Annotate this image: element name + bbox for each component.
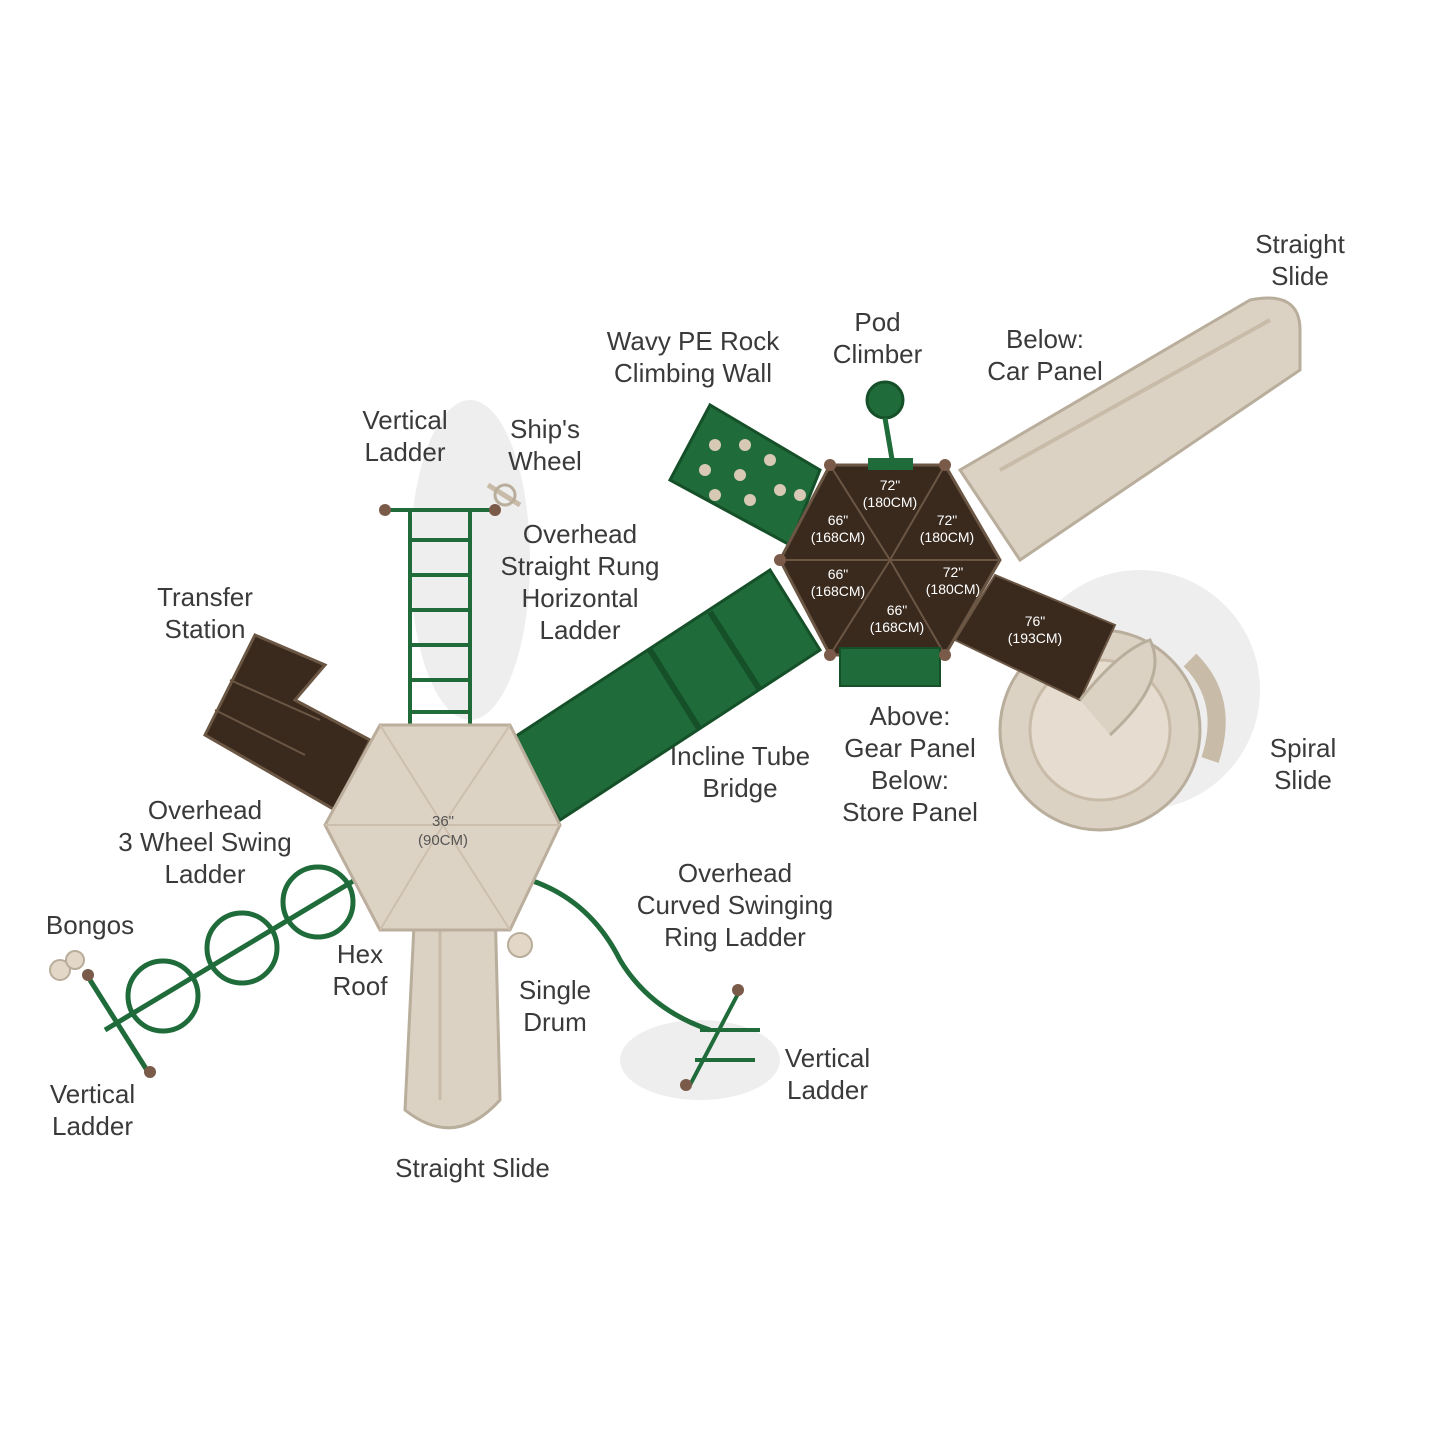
label-vertical-ladder-left: Vertical Ladder [49, 1079, 136, 1141]
dimension-66-bottom: 66" (168CM) [869, 602, 925, 635]
straight-slide-bottom [403, 903, 502, 1130]
label-below-car-panel: Below: Car Panel [987, 324, 1103, 386]
label-spiral-slide: Spiral Slide [1269, 733, 1337, 795]
label-straight-slide-bottom: Straight Slide [395, 1153, 550, 1183]
label-single-drum: Single Drum [518, 975, 592, 1037]
transfer-station [203, 633, 372, 813]
label-transfer-station: Transfer Station [157, 582, 253, 644]
label-overhead-curved-ring-ladder: Overhead Curved Swinging Ring Ladder [636, 858, 834, 952]
label-bongos: Bongos [45, 910, 135, 940]
dimension-72-lower-right: 72" (180CM) [925, 564, 981, 597]
label-straight-slide-top: Straight Slide [1255, 229, 1345, 291]
rock-climbing-wall [667, 402, 822, 548]
incline-tube-bridge [507, 567, 823, 823]
bongos [49, 950, 85, 981]
overhead-straight-rung-ladder [385, 508, 495, 725]
label-wavy-pe-rock-climbing-wall: Wavy PE Rock Climbing Wall [606, 326, 780, 388]
overhead-curved-ring-ladder [529, 877, 760, 1086]
post-caps [82, 459, 951, 1091]
label-ships-wheel: Ship's Wheel [508, 414, 582, 476]
label-gear-store-panel: Above: Gear Panel Below: Store Panel [842, 701, 978, 827]
dimension-66-lower-left: 66" (168CM) [810, 566, 866, 599]
dimension-72-top: 72" (180CM) [862, 477, 918, 510]
single-drum [507, 932, 533, 958]
label-incline-tube-bridge: Incline Tube Bridge [669, 741, 811, 803]
label-pod-climber: Pod Climber [832, 307, 923, 369]
overhead-3-wheel-swing-ladder [87, 864, 357, 1077]
hex-roof [323, 723, 562, 932]
pod-climber [865, 380, 905, 466]
label-overhead-straight-rung-ladder: Overhead Straight Rung Horizontal Ladder [500, 519, 660, 645]
label-overhead-3-wheel-swing-ladder: Overhead 3 Wheel Swing Ladder [118, 795, 292, 889]
dimension-72-upper-right: 72" (180CM) [919, 512, 975, 545]
dimension-66-upper-left: 66" (168CM) [810, 512, 866, 545]
ramp-deck [953, 573, 1157, 737]
dimension-76-ramp: 76" (193CM) [1007, 613, 1063, 646]
label-vertical-ladder-right: Vertical Ladder [784, 1043, 871, 1105]
label-vertical-ladder-top: Vertical Ladder [362, 405, 448, 467]
ships-wheel [486, 482, 522, 508]
straight-slide-top [957, 296, 1302, 563]
label-hex-roof: Hex Roof [332, 939, 388, 1001]
main-hex-deck [778, 458, 1002, 687]
dimension-36-roof: 36" (90CM) [417, 813, 468, 849]
